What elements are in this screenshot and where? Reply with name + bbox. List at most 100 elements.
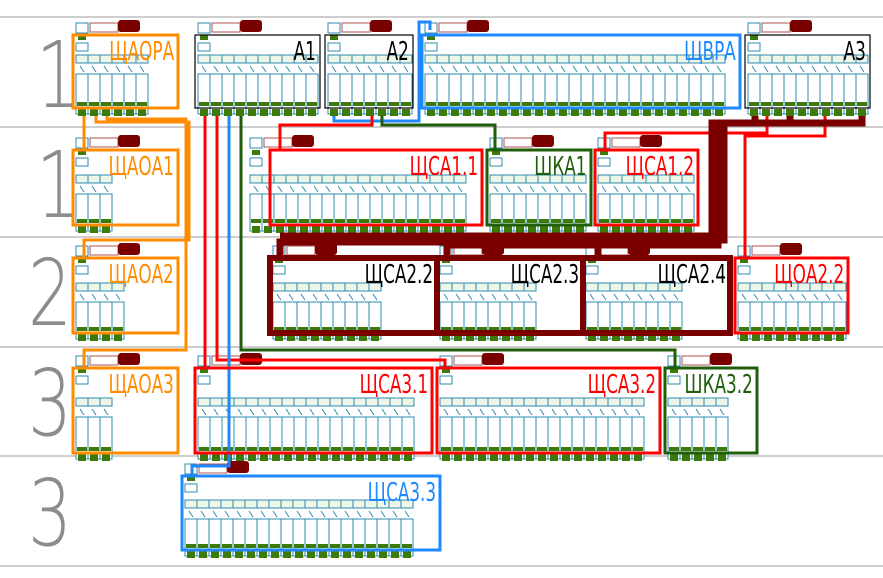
panel-shchaoa2-frame[interactable] xyxy=(71,256,180,335)
switch-icon xyxy=(337,185,343,193)
switch-icon xyxy=(369,408,375,416)
switch-icon xyxy=(661,185,667,193)
switch-icon xyxy=(847,65,853,73)
bus-bar xyxy=(821,102,831,106)
panel-label-shchsa31: ЩСА3.1 xyxy=(359,370,428,400)
switch-icon xyxy=(491,408,497,416)
panel-a2-frame[interactable] xyxy=(324,34,414,109)
input-bar xyxy=(600,150,608,155)
panel-shchsa11-frame[interactable] xyxy=(268,148,484,227)
breaker-rating xyxy=(453,174,467,184)
breaker-rating xyxy=(99,174,113,184)
switch-icon xyxy=(801,293,807,301)
terminal-block xyxy=(114,334,122,341)
switch-icon xyxy=(361,185,367,193)
bus-bar xyxy=(77,102,87,106)
bus-bar xyxy=(199,447,209,451)
panel-label-shchsa12: ЩСА1.2 xyxy=(625,152,694,182)
terminal-block xyxy=(636,334,644,341)
breaker-rating xyxy=(245,397,259,407)
terminal-block xyxy=(466,334,474,341)
breaker-rating xyxy=(209,54,223,64)
breaker-rating xyxy=(297,174,311,184)
bus-bar xyxy=(355,447,365,451)
panel-shka1-frame[interactable] xyxy=(485,148,593,227)
bus-bar xyxy=(474,102,484,106)
breaker-rating xyxy=(439,282,453,292)
panel-label-shchaoa3: ЩАОА3 xyxy=(108,370,174,400)
switch-icon xyxy=(575,408,581,416)
panel-shchsa31-frame[interactable] xyxy=(193,366,434,455)
bus-bar xyxy=(739,327,749,331)
terminal-block xyxy=(102,109,110,116)
switch-icon xyxy=(505,185,511,193)
panel-shchaora-frame[interactable] xyxy=(71,33,180,110)
breaker-rating xyxy=(544,54,558,64)
input-bar xyxy=(670,368,678,373)
bus-bar xyxy=(527,219,537,223)
terminal-block xyxy=(371,334,379,341)
switch-icon xyxy=(405,408,411,416)
switch-icon xyxy=(512,65,518,73)
terminal-block xyxy=(331,551,339,558)
bus-bar xyxy=(367,447,377,451)
breaker-rating xyxy=(484,54,498,64)
switch-icon xyxy=(321,408,327,416)
bus-bar xyxy=(331,447,341,451)
breaker-rating xyxy=(523,397,537,407)
breaker-rating xyxy=(448,54,462,64)
switch-icon xyxy=(565,185,571,193)
bus-bar xyxy=(811,327,821,331)
panel-a3-frame[interactable] xyxy=(744,34,871,109)
terminal-block xyxy=(624,334,632,341)
bus-bar xyxy=(283,102,293,106)
switch-icon xyxy=(331,65,337,73)
bus-bar xyxy=(642,102,652,106)
panel-a1-frame[interactable] xyxy=(194,34,321,109)
input-breaker xyxy=(249,137,263,149)
breaker-rating xyxy=(463,397,477,407)
bus-bar xyxy=(510,102,520,106)
panel-shchsa33-frame[interactable] xyxy=(180,474,442,552)
terminal-block xyxy=(571,109,579,116)
switch-icon xyxy=(433,185,439,193)
bus-bar xyxy=(342,544,352,548)
panel-tag xyxy=(467,20,489,32)
breaker-rating xyxy=(308,282,322,292)
switch-icon xyxy=(637,293,643,301)
bus-bar xyxy=(647,327,657,331)
switch-icon xyxy=(741,293,747,301)
bus-bar xyxy=(635,219,645,223)
switch-icon xyxy=(261,408,267,416)
bus-bar xyxy=(101,447,111,451)
input-bar xyxy=(442,368,450,373)
bus-bar xyxy=(669,447,679,451)
switch-icon xyxy=(859,65,865,73)
bus-bar xyxy=(358,327,368,331)
breaker-rating xyxy=(340,499,354,509)
switch-icon xyxy=(360,293,366,301)
terminal-block xyxy=(212,454,220,461)
bus-bar xyxy=(630,102,640,106)
panel-shchsa12-frame[interactable] xyxy=(593,148,700,227)
switch-icon xyxy=(297,408,303,416)
panel-shchaoa1-frame[interactable] xyxy=(71,148,180,227)
panel-shchsa24-frame[interactable] xyxy=(580,255,733,336)
breaker-rating xyxy=(664,54,678,64)
panel-shchsa32-frame[interactable] xyxy=(435,366,662,455)
panel-shka32-frame[interactable] xyxy=(663,366,759,455)
bus-bar xyxy=(407,219,417,223)
bus-bar xyxy=(271,102,281,106)
terminal-block xyxy=(288,226,296,233)
panel-shchvra-frame[interactable] xyxy=(420,33,742,110)
bus-bar xyxy=(585,447,595,451)
terminal-block xyxy=(836,334,844,341)
bus-bar xyxy=(717,447,727,451)
panel-shchoa22-frame[interactable] xyxy=(733,256,850,335)
switch-icon xyxy=(765,293,771,301)
input-bar xyxy=(78,150,86,155)
breaker-rating xyxy=(399,54,413,64)
switch-icon xyxy=(479,293,485,301)
panel-shchaoa3-frame[interactable] xyxy=(71,366,180,455)
bus-bar xyxy=(198,544,208,548)
